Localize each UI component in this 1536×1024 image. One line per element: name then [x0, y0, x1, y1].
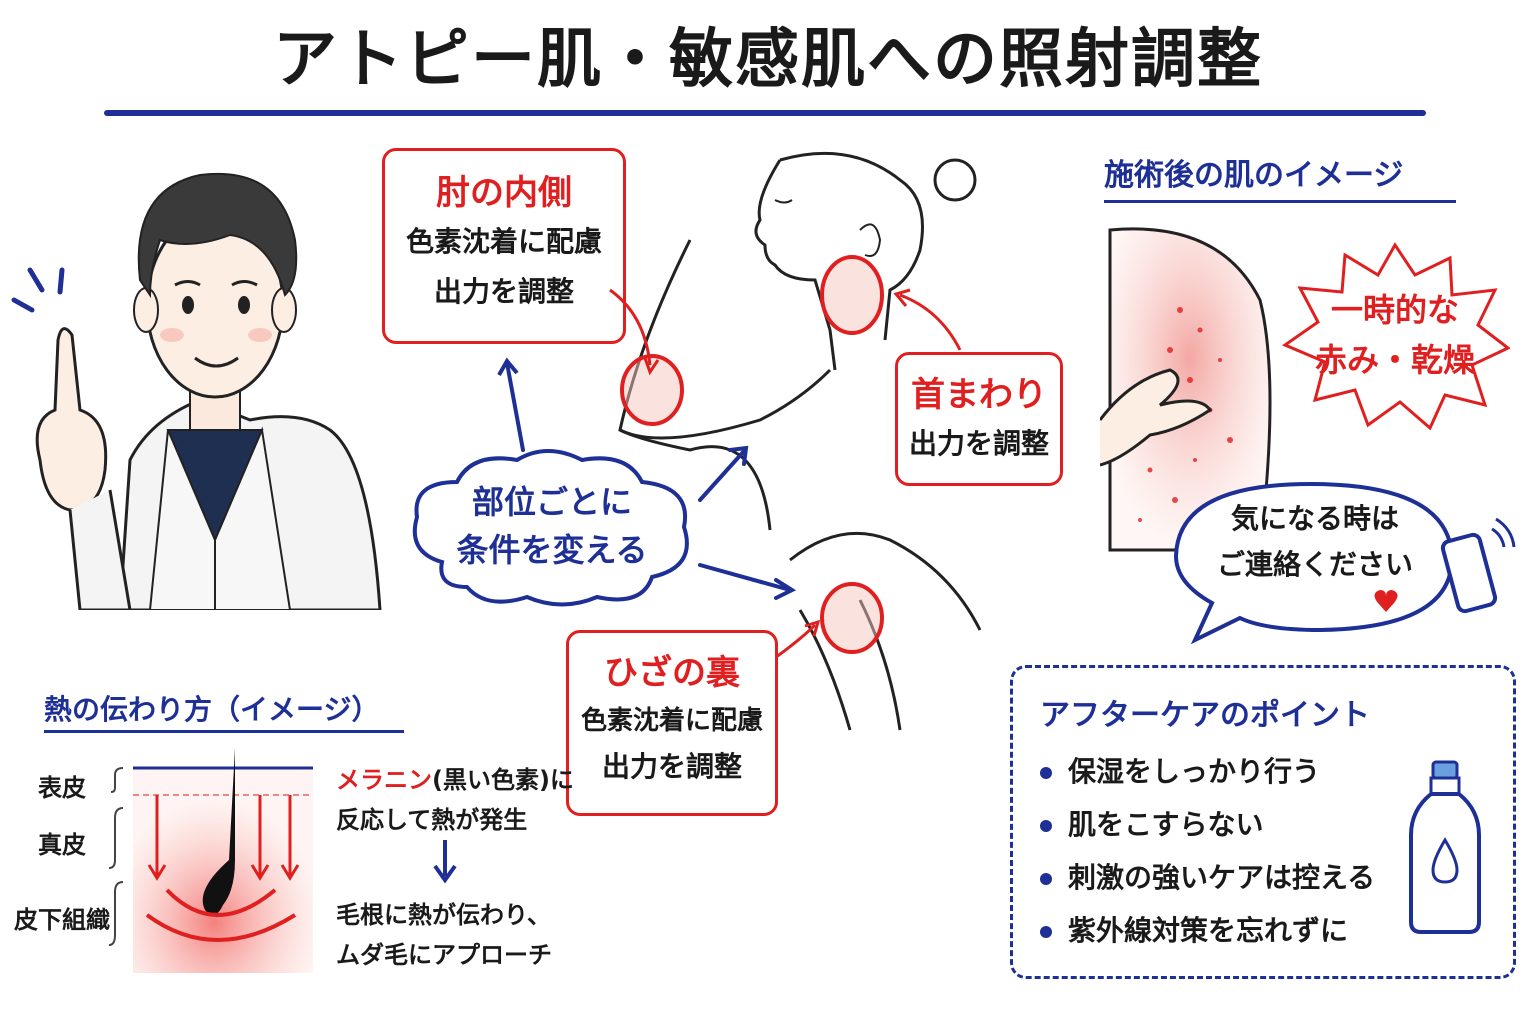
aftercare-item: 紫外線対策を忘れずに: [1040, 909, 1348, 949]
aftercare-item-text: 紫外線対策を忘れずに: [1068, 914, 1349, 947]
heat-result2: ムダ毛にアプローチ: [336, 941, 552, 969]
heat-reaction: 反応して熱が発生: [336, 806, 528, 834]
burst-line1: 一時的な: [1330, 291, 1459, 329]
body-illustration: [609, 151, 982, 731]
neck-heading: 首まわり: [911, 375, 1047, 415]
aftercare-item-text: 肌をこすらない: [1068, 808, 1264, 841]
burst-line2: 赤み・乾燥: [1314, 341, 1475, 379]
bubble-line2: ご連絡ください: [1216, 548, 1413, 581]
neck-line1: 出力を調整: [908, 427, 1049, 460]
knee-line1: 色素沈着に配慮: [580, 706, 763, 736]
cloud-text: 部位ごとに 条件を変える: [402, 478, 702, 574]
red-skin-shoulder-illustration: [1100, 227, 1272, 552]
heat-heading: 熱の伝わり方（イメージ）: [44, 693, 380, 726]
skin-cross-section-diagram: [108, 748, 313, 973]
knee-line2: 出力を調整: [601, 750, 742, 783]
burst-shape: [1281, 242, 1510, 430]
melanin-word: メラニン: [336, 766, 432, 794]
melanin-paren: (黒い色素)に: [432, 766, 574, 794]
neck-callout: 首まわり 出力を調整: [895, 352, 1063, 486]
melanin-line: メラニン(黒い色素)に: [336, 760, 574, 795]
bullet-icon: [1040, 926, 1052, 938]
heat-down-arrow-icon: [433, 840, 457, 884]
elbow-callout: 肘の内側 色素沈着に配慮 出力を調整: [382, 148, 626, 344]
aftercare-heading: アフターケアのポイント: [1040, 698, 1370, 733]
cloud-line1: 部位ごとに: [471, 483, 632, 521]
after-image-underline: [1104, 200, 1456, 203]
heat-heading-underline: [44, 730, 404, 733]
aftercare-item-text: 刺激の強いケアは控える: [1068, 861, 1376, 894]
cloud-line2: 条件を変える: [456, 531, 648, 569]
knee-heading: ひざの裏: [604, 653, 740, 693]
elbow-line1: 色素沈着に配慮: [405, 225, 602, 258]
bullet-icon: [1040, 820, 1052, 832]
after-image-heading: 施術後の肌のイメージ: [1104, 158, 1404, 193]
aftercare-item-text: 保湿をしっかり行う: [1068, 755, 1321, 788]
bubble-text: 気になる時は ご連絡ください: [1170, 496, 1460, 588]
aftercare-box: [1010, 665, 1516, 979]
aftercare-item: 保湿をしっかり行う: [1040, 750, 1320, 790]
elbow-line2: 出力を調整: [433, 275, 574, 308]
page-title: アトピー肌・敏感肌への照射調整: [273, 23, 1263, 97]
cloud-shape: [412, 449, 689, 607]
knee-callout: ひざの裏 色素沈着に配慮 出力を調整: [566, 630, 778, 816]
title-underline: [104, 110, 1426, 116]
burst-text: 一時的な 赤み・乾燥: [1280, 285, 1510, 385]
layer-epidermis-label: 表皮: [38, 774, 86, 802]
bubble-line1: 気になる時は: [1230, 502, 1399, 535]
aftercare-item: 肌をこすらない: [1040, 803, 1263, 843]
speech-bubble: [1173, 481, 1455, 645]
lotion-bottle-icon: [1409, 760, 1481, 934]
aftercare-item: 刺激の強いケアは控える: [1040, 856, 1375, 896]
layer-subcutis-label: 皮下組織: [14, 906, 110, 934]
bullet-icon: [1040, 767, 1052, 779]
elbow-heading: 肘の内側: [436, 173, 572, 213]
doctor-illustration: [11, 172, 382, 610]
cloud-to-elbow-arrow: [497, 357, 525, 452]
layer-dermis-label: 真皮: [38, 831, 86, 859]
bullet-icon: [1040, 873, 1052, 885]
smartphone-icon: [1440, 517, 1516, 614]
heat-result1: 毛根に熱が伝わり、: [336, 901, 552, 929]
